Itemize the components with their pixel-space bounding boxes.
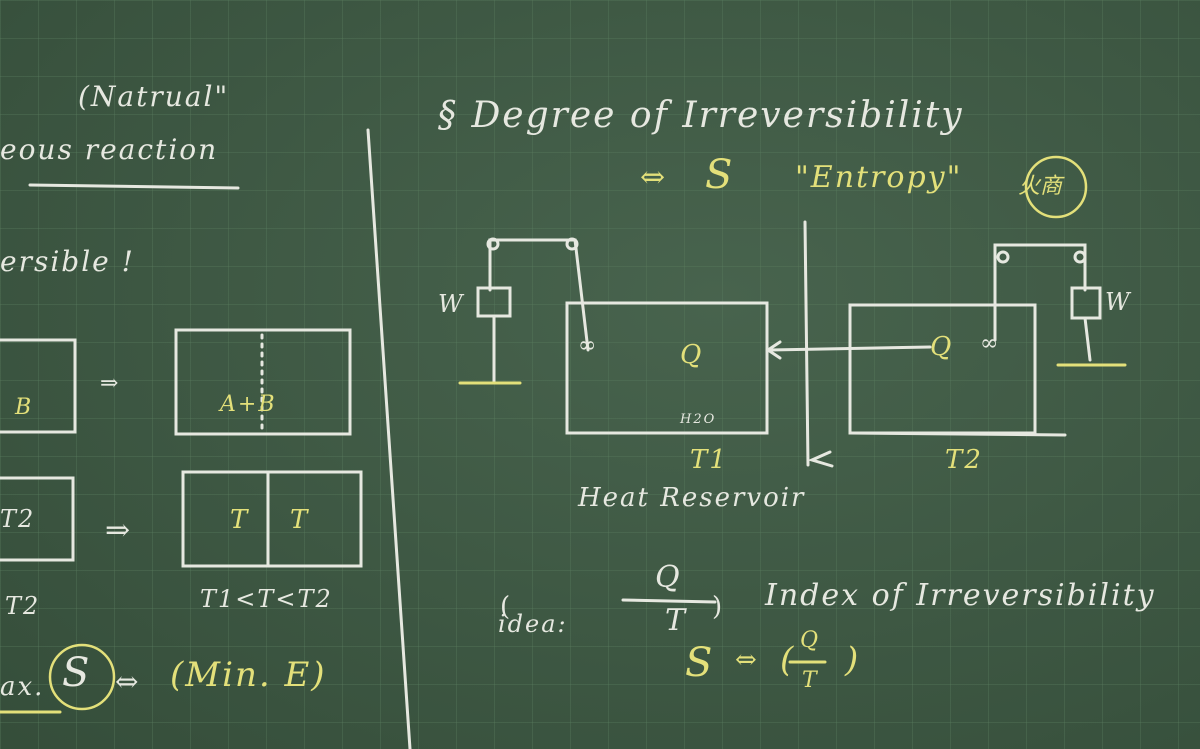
s-eq-symbol: S <box>685 640 715 686</box>
t2-label: T2 <box>945 445 983 475</box>
weight-left-label: W <box>438 290 465 318</box>
left-box-3 <box>0 476 75 562</box>
divider-line <box>366 128 412 749</box>
reservoir-label: Heat Reservoir <box>578 483 806 513</box>
s-circle <box>48 643 116 711</box>
entropy-kanji: 火商 <box>1018 174 1063 199</box>
left-box-2 <box>174 328 352 436</box>
box1-left-text: B <box>15 395 34 420</box>
reservoir-t2 <box>848 303 1037 435</box>
idea-label: idea: <box>498 610 568 638</box>
s-symbol: S <box>62 650 92 696</box>
s-eq-den: T <box>802 668 819 693</box>
kanji-circle <box>1024 155 1088 219</box>
label-left: T2 <box>5 592 41 620</box>
natural-label: (Natrual" <box>78 80 230 113</box>
underline <box>28 183 240 190</box>
t1-label: T1 <box>690 445 728 475</box>
s-eq-paren-close: ) <box>845 640 861 680</box>
svg-text:∞: ∞ <box>980 331 998 356</box>
entropy-s: S <box>705 152 735 198</box>
reaction-label: eous reaction <box>0 133 219 166</box>
wall <box>803 220 810 467</box>
left-box-1 <box>0 338 77 434</box>
fraction-den: T <box>665 603 688 638</box>
min-e: (Min. E) <box>170 655 327 695</box>
index-label: Index of Irreversibility <box>765 578 1156 613</box>
svg-text:⇒: ⇒ <box>100 371 118 396</box>
weight-right <box>1070 286 1102 320</box>
label-right: T1<T<T2 <box>200 585 333 613</box>
box2-right-a: T <box>230 505 250 535</box>
equiv-arrow: ⇔ <box>115 665 141 698</box>
s-eq-arrow: ⇔ <box>735 645 759 675</box>
heat-arrow <box>768 345 932 352</box>
weight-right-label: W <box>1105 288 1132 316</box>
reservoir-t1 <box>565 301 769 435</box>
svg-text:): ) <box>712 592 722 622</box>
box2-right-b: T <box>290 505 310 535</box>
svg-text:∞: ∞ <box>578 333 596 358</box>
heat-q-right: Q <box>930 332 954 362</box>
s-eq-paren-open: ( <box>780 640 796 680</box>
fraction-num: Q <box>655 560 682 595</box>
section-title: § Degree of Irreversibility <box>438 95 964 136</box>
box2-left-text: T2 <box>0 505 36 533</box>
heat-q-left: Q <box>680 340 704 370</box>
box1-right-text: A+B <box>220 392 277 417</box>
svg-text:(: ( <box>500 592 510 622</box>
s-eq-num: Q <box>800 628 821 653</box>
max-label: ax. <box>0 672 45 702</box>
entropy-arrow: ⇔ <box>640 160 668 195</box>
svg-text:⇒: ⇒ <box>105 513 130 548</box>
water-label: H2O <box>680 412 717 427</box>
left-box-4 <box>181 470 363 568</box>
weight-left <box>476 286 512 318</box>
irreversible-label: ersible ! <box>0 245 135 278</box>
entropy-label: "Entropy" <box>795 160 963 195</box>
